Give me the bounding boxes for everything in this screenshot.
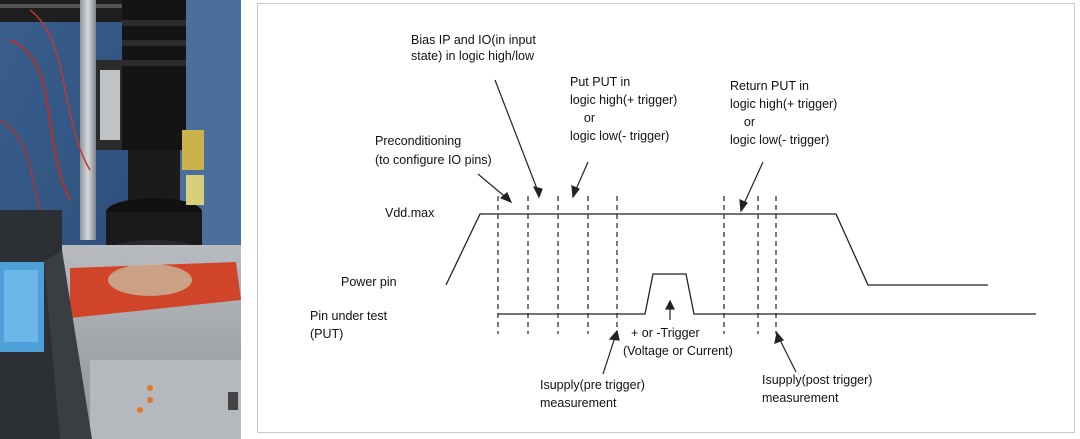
isupply-pre-label: Isupply(pre trigger) measurement bbox=[540, 378, 648, 410]
put-pre-label: Put PUT in logic high(+ trigger) or logi… bbox=[570, 75, 681, 143]
return-put-pointer bbox=[741, 161, 764, 209]
trigger-label: + or -Trigger (Voltage or Current) bbox=[623, 326, 733, 358]
isupply-post-pointer bbox=[777, 335, 797, 373]
equipment-illustration bbox=[0, 0, 241, 439]
pin-under-test-label: Pin under test (PUT) bbox=[310, 309, 391, 341]
power-pin-label: Power pin bbox=[341, 275, 397, 289]
bias-pointer bbox=[494, 79, 540, 195]
return-put-label: Return PUT in logic high(+ trigger) or l… bbox=[730, 79, 841, 147]
power-pin-waveform bbox=[445, 213, 988, 286]
test-flow-diagram: Bias IP and IO(in input state) in logic … bbox=[257, 3, 1075, 433]
preconditioning-label: Preconditioning (to configure IO pins) bbox=[375, 134, 492, 167]
pointer-lines bbox=[477, 79, 797, 375]
bias-label: Bias IP and IO(in input state) in logic … bbox=[411, 33, 539, 63]
vdd-label: Vdd.max bbox=[385, 206, 435, 220]
test-equipment-photo bbox=[0, 0, 241, 439]
dashed-markers bbox=[497, 196, 777, 334]
isupply-post-label: Isupply(post trigger) measurement bbox=[762, 373, 876, 405]
pin-under-test-waveform bbox=[498, 273, 1036, 315]
timing-diagram: Bias IP and IO(in input state) in logic … bbox=[310, 33, 1036, 410]
isupply-pre-pointer bbox=[602, 333, 617, 375]
